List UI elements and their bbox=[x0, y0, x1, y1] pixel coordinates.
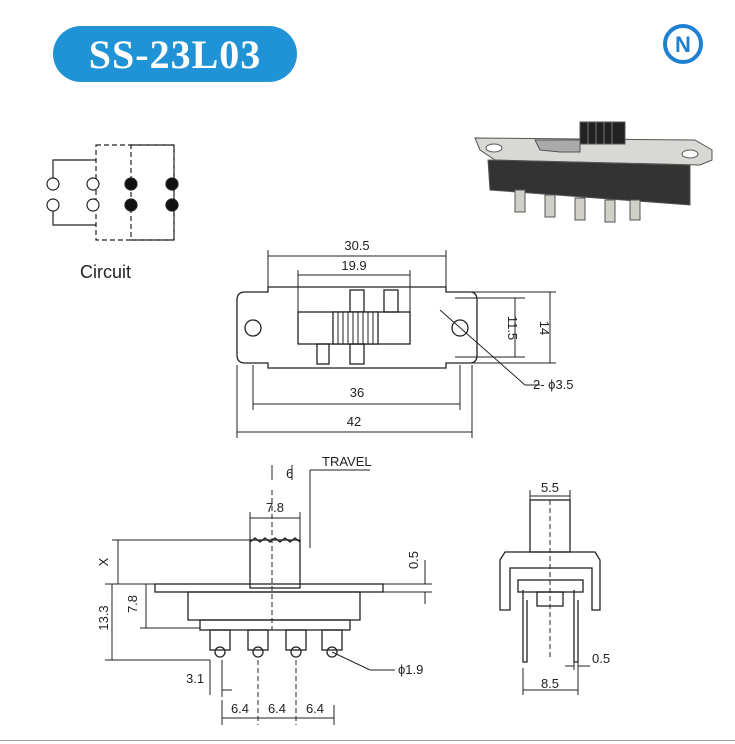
dim-3-1: 3.1 bbox=[186, 671, 204, 686]
circuit-contact-closed bbox=[124, 177, 138, 191]
dim-7-8-top: 7.8 bbox=[266, 500, 284, 515]
side-view-pin-hole bbox=[252, 646, 264, 658]
side-view-housing bbox=[187, 591, 361, 621]
side-view-centerlines bbox=[221, 490, 297, 725]
dim-36: 36 bbox=[350, 385, 364, 400]
dim-11-5: 11.5 bbox=[505, 316, 520, 340]
dim-pitch-2: 6.4 bbox=[268, 701, 286, 716]
top-view-tab bbox=[316, 343, 330, 365]
product-mount-hole bbox=[681, 149, 699, 159]
side-view-base bbox=[199, 619, 351, 631]
end-view-pin-left bbox=[522, 590, 528, 663]
side-view-actuator bbox=[249, 539, 301, 589]
circuit-contact-closed bbox=[165, 198, 179, 212]
top-view-actuator-ridges bbox=[337, 312, 374, 344]
dim-phi-1-9: ϕ1.9 bbox=[398, 662, 423, 677]
brand-logo-icon: N bbox=[663, 24, 703, 64]
circuit-diagram bbox=[46, 144, 179, 241]
dim-8-5: 8.5 bbox=[541, 676, 559, 691]
circuit-contact-open bbox=[46, 198, 60, 212]
dim-5-5: 5.5 bbox=[541, 480, 559, 495]
top-view-mount-hole-right bbox=[451, 319, 469, 337]
dim-pitch-1: 6.4 bbox=[231, 701, 249, 716]
dim-x: X bbox=[96, 557, 111, 566]
side-view-pin bbox=[285, 629, 307, 651]
side-view bbox=[154, 537, 384, 658]
dim-30-5: 30.5 bbox=[344, 238, 369, 253]
dim-pitch-3: 6.4 bbox=[306, 701, 324, 716]
brand-logo-letter: N bbox=[675, 32, 691, 57]
product-title: SS-23L03 bbox=[88, 31, 262, 77]
circuit-wire-top bbox=[52, 159, 96, 184]
product-illustration bbox=[474, 121, 713, 223]
top-view-tab bbox=[349, 343, 365, 365]
end-view-dimensions bbox=[522, 490, 590, 695]
bottom-divider bbox=[0, 740, 735, 741]
side-view-pin bbox=[209, 629, 231, 651]
dim-6: 6 bbox=[286, 466, 293, 481]
dim-0-5-end: 0.5 bbox=[592, 651, 610, 666]
top-view-actuator bbox=[332, 311, 379, 345]
circuit-dashed-box-inner bbox=[130, 144, 175, 241]
product-actuator-ridges bbox=[587, 122, 613, 144]
circuit-dashed-box-outer bbox=[95, 144, 175, 241]
side-view-dimensions bbox=[105, 465, 432, 725]
side-view-pin-hole bbox=[214, 646, 226, 658]
top-view-dimensions bbox=[236, 250, 556, 438]
circuit-label: Circuit bbox=[80, 262, 132, 282]
side-view-actuator-ridge bbox=[249, 537, 301, 543]
title-badge: SS-23L03 bbox=[53, 26, 297, 82]
circuit-contact-closed bbox=[165, 177, 179, 191]
top-view-mount-hole-left bbox=[244, 319, 262, 337]
travel-label: TRAVEL bbox=[322, 454, 372, 469]
product-actuator bbox=[579, 121, 626, 145]
top-view-tab bbox=[349, 289, 365, 313]
circuit-contact-closed bbox=[124, 198, 138, 212]
hole-callout: 2- ϕ3.5 bbox=[533, 377, 574, 392]
circuit-contact-open bbox=[86, 198, 100, 212]
dim-7-8-side: 7.8 bbox=[125, 595, 140, 613]
circuit-wire-bottom bbox=[52, 205, 96, 226]
side-view-pin bbox=[321, 629, 343, 651]
product-mount-plate bbox=[474, 137, 713, 166]
top-view bbox=[236, 286, 478, 369]
dim-19-9: 19.9 bbox=[341, 258, 366, 273]
end-view-pin-right bbox=[573, 590, 579, 663]
product-housing bbox=[487, 159, 691, 206]
dim-14: 14 bbox=[537, 321, 552, 335]
top-view-tab bbox=[383, 289, 399, 313]
product-mount-hole bbox=[485, 143, 503, 153]
side-view-pin-hole bbox=[290, 646, 302, 658]
dim-0-5-side: 0.5 bbox=[406, 551, 421, 569]
product-slider-plate bbox=[534, 139, 581, 153]
side-view-pin bbox=[247, 629, 269, 651]
dim-13-3: 13.3 bbox=[96, 605, 111, 630]
dim-42: 42 bbox=[347, 414, 361, 429]
product-pins bbox=[514, 189, 641, 223]
circuit-contact-open bbox=[86, 177, 100, 191]
side-view-pin-hole bbox=[326, 646, 338, 658]
end-view-frame bbox=[499, 551, 601, 611]
circuit-contact-open bbox=[46, 177, 60, 191]
